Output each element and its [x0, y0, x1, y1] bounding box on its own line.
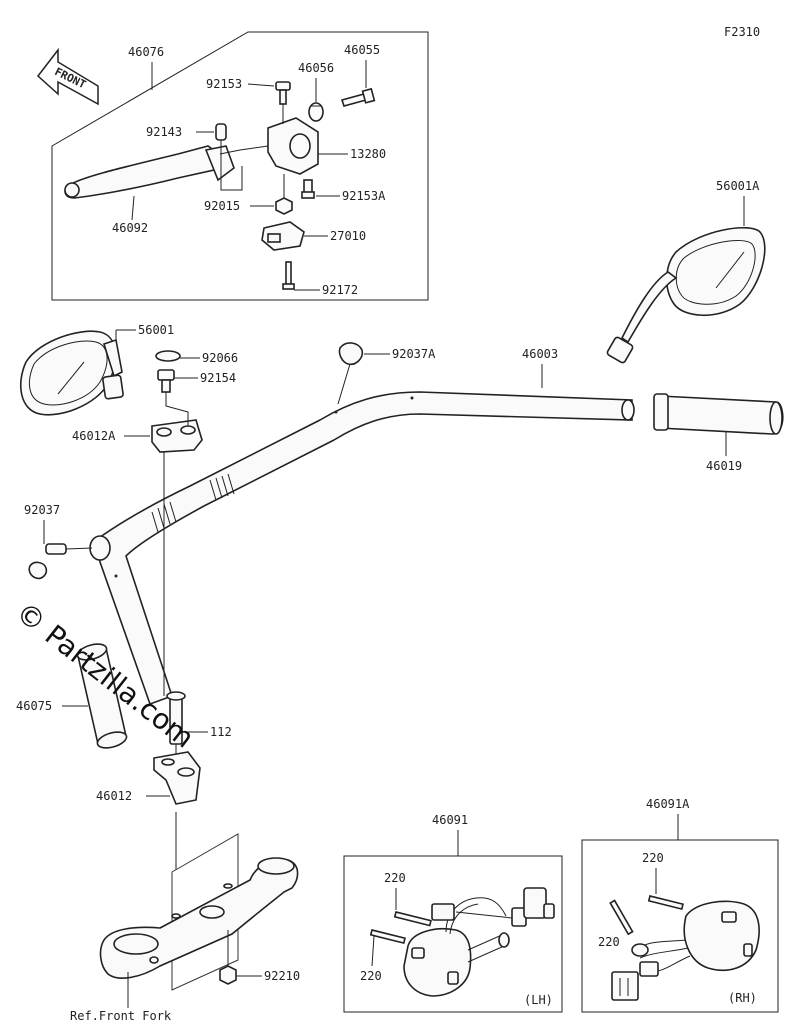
- screw-92172: [282, 261, 295, 290]
- right-mirror: [606, 226, 766, 364]
- label-46091: 46091: [432, 813, 468, 827]
- label-220-rh-b: 220: [598, 935, 620, 949]
- adjuster-46056: [308, 102, 324, 122]
- label-92210: 92210: [264, 969, 300, 983]
- label-220-rh-a: 220: [642, 851, 664, 865]
- wire-clip-92037: [28, 543, 93, 580]
- left-mirror: [19, 330, 124, 416]
- label-56001A: 56001A: [716, 179, 760, 193]
- nut-92015: [275, 174, 293, 215]
- wire-clip-92037A: [337, 342, 364, 405]
- label-92153A: 92153A: [342, 189, 386, 203]
- leader-92153: [247, 83, 275, 87]
- weight-46075: [76, 643, 128, 749]
- bolt-92154: [157, 369, 175, 393]
- label-92154: 92154: [200, 371, 236, 385]
- lower-clamp-46012: [153, 751, 201, 805]
- label-13280: 13280: [350, 147, 386, 161]
- lh-screws: [369, 911, 432, 945]
- label-56001: 56001: [138, 323, 174, 337]
- label-46003: 46003: [522, 347, 558, 361]
- label-92143: 92143: [146, 125, 182, 139]
- figure-code: F2310: [724, 25, 760, 39]
- label-112: 112: [210, 725, 232, 739]
- rh-switch-frame: [581, 839, 779, 1013]
- label-92037A: 92037A: [392, 347, 436, 361]
- label-92153: 92153: [206, 77, 242, 91]
- label-46056: 46056: [298, 61, 334, 75]
- grip-46019: [653, 393, 784, 435]
- label-92066: 92066: [202, 351, 238, 365]
- label-220-lh-a: 220: [384, 871, 406, 885]
- leader-92143-bracket: [220, 140, 243, 191]
- bolt-112: [166, 691, 186, 764]
- bolt-92153: [275, 81, 291, 105]
- top-bridge: [99, 857, 299, 979]
- bolt-46055: [340, 87, 376, 107]
- pin-92143: [215, 123, 227, 141]
- label-46055: 46055: [344, 43, 380, 57]
- rh-switch-housing: [611, 900, 760, 1001]
- lh-side-label: (LH): [524, 993, 553, 1007]
- lh-switch-frame: [343, 855, 563, 1013]
- lever-assembly-frame: [51, 31, 429, 301]
- label-46075: 46075: [16, 699, 52, 713]
- nut-92210: [219, 930, 237, 985]
- knurled-section-lower: [151, 501, 177, 533]
- bolt-92153A: [301, 179, 315, 199]
- label-27010: 27010: [330, 229, 366, 243]
- label-46012A: 46012A: [72, 429, 116, 443]
- front-arrow-icon: FRONT: [36, 47, 99, 106]
- rh-side-label: (RH): [728, 991, 757, 1005]
- ref-front-fork-note: Ref.Front Fork: [70, 1009, 172, 1023]
- label-92037: 92037: [24, 503, 60, 517]
- label-220-lh-b: 220: [360, 969, 382, 983]
- label-46091A: 46091A: [646, 797, 690, 811]
- leader-220-lh-b: [371, 935, 375, 967]
- lh-switch-housing: [403, 887, 555, 997]
- label-92015: 92015: [204, 199, 240, 213]
- knurled-section-upper: [209, 473, 235, 501]
- label-46076: 46076: [128, 45, 164, 59]
- upper-clamp-46012A: [151, 392, 203, 453]
- leader-46092: [131, 195, 135, 221]
- lever-holder: [219, 117, 319, 175]
- clutch-lever: [64, 145, 235, 199]
- label-46019: 46019: [706, 459, 742, 473]
- label-92172: 92172: [322, 283, 358, 297]
- rh-screws: [609, 895, 684, 936]
- label-46012: 46012: [96, 789, 132, 803]
- cap-92066: [155, 350, 181, 362]
- label-46092: 46092: [112, 221, 148, 235]
- switch-27010: [261, 221, 305, 251]
